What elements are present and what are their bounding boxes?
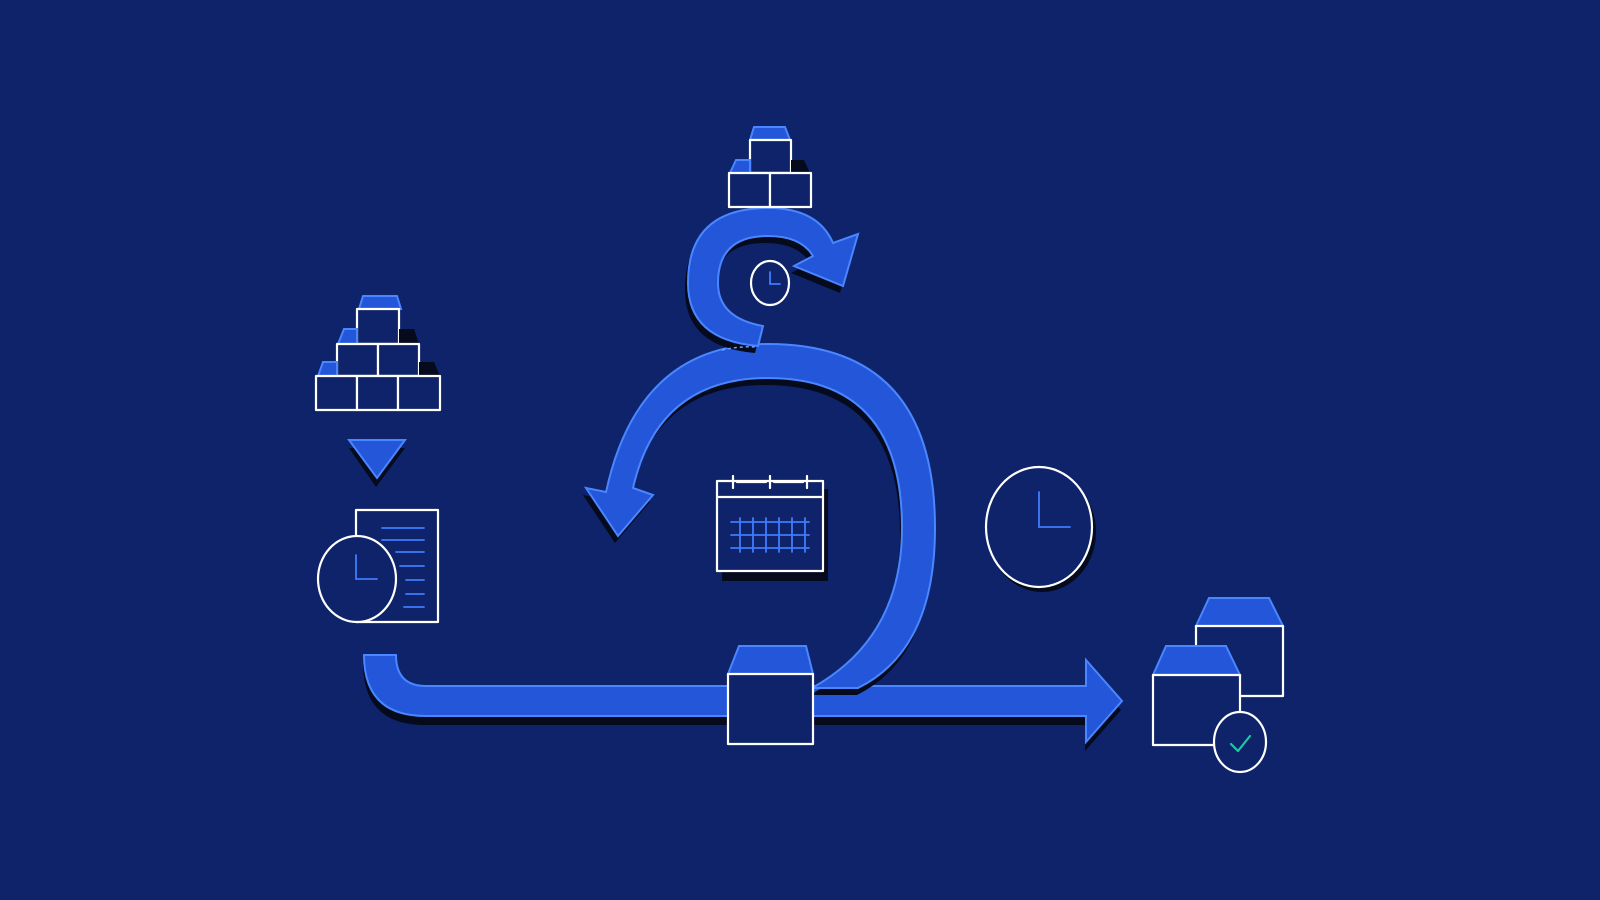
sprint-loop-arrow [583,342,937,695]
calendar-icon [715,474,828,581]
down-triangle-icon [347,439,407,487]
increment-box-icon [726,645,815,746]
checkmark-icon [1229,734,1252,753]
daily-clock-icon [984,465,1096,592]
delivered-boxes-icon [1151,597,1285,774]
backlog-blocks-icon [314,295,442,412]
clock-document-icon [316,508,440,624]
small-clock-icon [749,259,791,307]
sprint-blocks-icon [727,126,813,209]
daily-loop-arrow [685,206,860,353]
